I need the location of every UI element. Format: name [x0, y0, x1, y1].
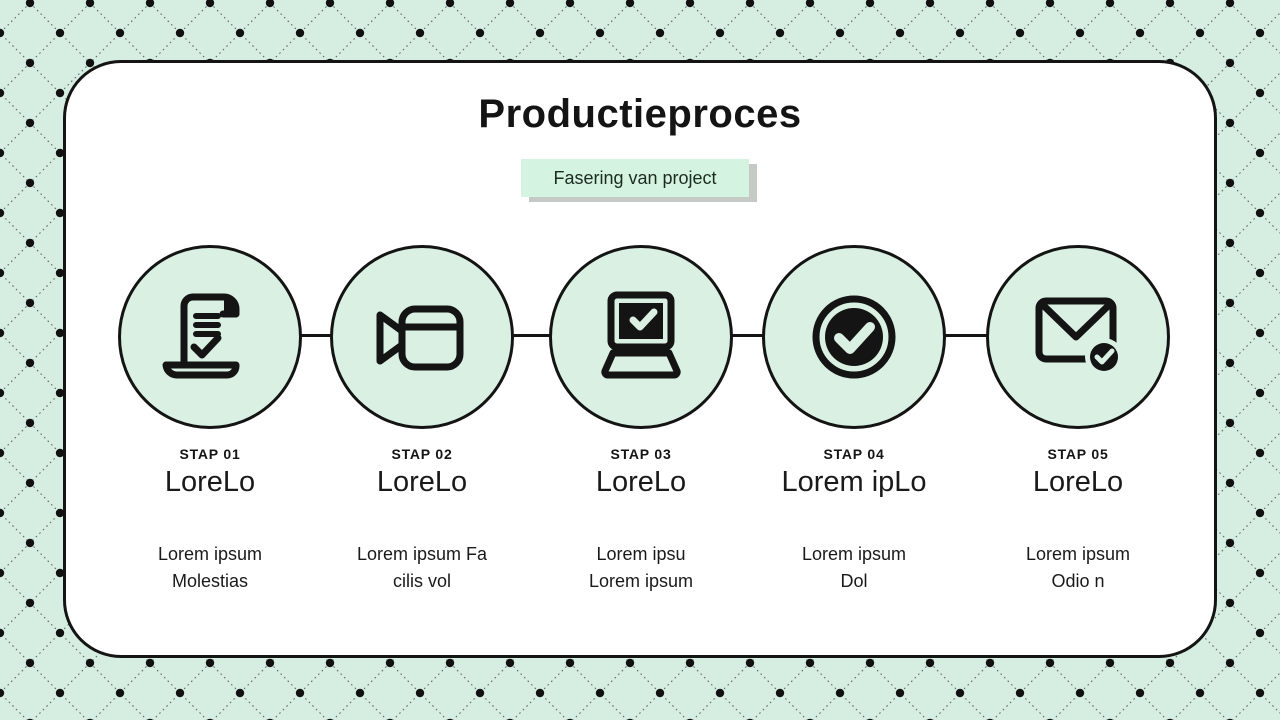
step-2-description: Lorem ipsum Fa cilis vol [357, 541, 487, 595]
laptop-check-icon [601, 291, 681, 379]
step-3-icon-circle [549, 245, 733, 429]
step-2-label: STAP 02 [391, 446, 453, 462]
step-1-desc-line-2: Molestias [171, 571, 248, 591]
step-5-desc-line-1: Lorem ipsum [1025, 544, 1131, 564]
step-3-label: STAP 03 [610, 446, 672, 462]
step-1-desc-line-1: Lorem ipsum [157, 544, 263, 564]
step-1-title: LoreLo [164, 466, 256, 498]
scroll-check-icon [162, 293, 240, 379]
step-5-label: STAP 05 [1047, 446, 1109, 462]
step-5-desc-line-2: Odio n [1051, 571, 1105, 591]
step-column-5: STAP 05 LoreLo Lorem ipsum Odio n [968, 245, 1188, 595]
step-column-1: STAP 01 LoreLo Lorem ipsum Molestias [100, 245, 320, 595]
step-1-description: Lorem ipsum Molestias [158, 541, 262, 595]
subtitle-badge-label: Fasering van project [553, 168, 717, 188]
step-3-description: Lorem ipsu Lorem ipsum [589, 541, 693, 595]
step-column-3: STAP 03 LoreLo Lorem ipsu Lorem ipsum [531, 245, 751, 595]
step-3-title: LoreLo [595, 466, 687, 498]
step-4-description: Lorem ipsum Dol [802, 541, 906, 595]
step-column-2: STAP 02 LoreLo Lorem ipsum Fa cilis vol [312, 245, 532, 595]
page-title: Productieproces [478, 92, 802, 136]
step-5-icon-circle [986, 245, 1170, 429]
step-5-title: LoreLo [1032, 466, 1124, 498]
step-2-desc-line-2: cilis vol [392, 571, 451, 591]
step-2-desc-line-1: Lorem ipsum Fa [356, 544, 488, 564]
step-5-description: Lorem ipsum Odio n [1026, 541, 1130, 595]
step-1-icon-circle [118, 245, 302, 429]
step-4-desc-line-1: Lorem ipsum [801, 544, 907, 564]
step-4-label: STAP 04 [823, 446, 885, 462]
step-3-desc-line-1: Lorem ipsu [596, 544, 686, 564]
step-4-desc-line-2: Dol [840, 571, 868, 591]
step-column-4: STAP 04 Lorem ipLo Lorem ipsum Dol [744, 245, 964, 595]
slide-card: Productieproces Fasering van project STA… [63, 60, 1217, 658]
step-2-title: LoreLo [376, 466, 468, 498]
subtitle-badge: Fasering van project [521, 159, 749, 197]
check-badge-icon [812, 295, 896, 379]
step-4-icon-circle [762, 245, 946, 429]
step-1-label: STAP 01 [179, 446, 241, 462]
step-4-title: Lorem ipLo [781, 466, 927, 498]
video-camera-icon [376, 305, 464, 371]
step-3-desc-line-2: Lorem ipsum [588, 571, 694, 591]
step-2-icon-circle [330, 245, 514, 429]
mail-check-icon [1035, 297, 1123, 376]
